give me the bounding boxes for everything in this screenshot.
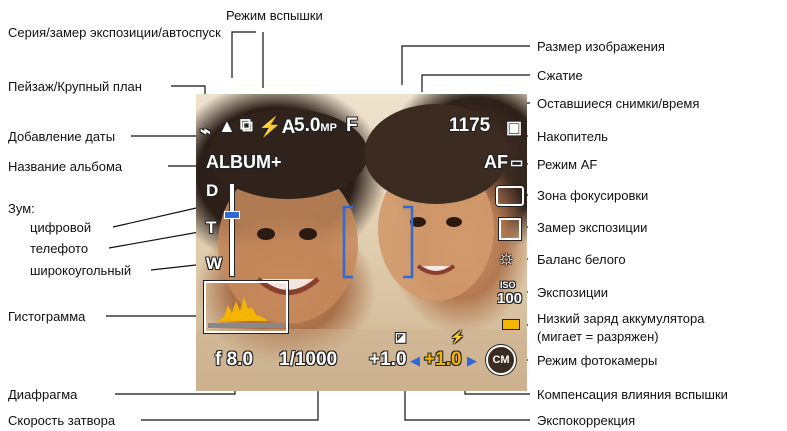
- camera-lcd-screen: ⌁ ▲ ⧉ ⚡A 5.0MP F 1175 ▣ ALBUM+ AF ▭ D T …: [196, 94, 527, 391]
- label-shutter-speed: Скорость затвора: [8, 413, 116, 428]
- shutter-speed-value: 1/1000: [279, 349, 338, 370]
- label-landscape-macro: Пейзаж/Крупный план: [8, 79, 142, 94]
- image-size-value: 5.0MP: [294, 115, 337, 136]
- remaining-count: 1175: [449, 115, 491, 136]
- comp-right-arrow-icon: ▶: [467, 353, 477, 368]
- compression-value: F: [346, 115, 358, 136]
- white-balance-icon: ☼: [497, 247, 516, 269]
- aperture-value: f 8.0: [215, 349, 254, 370]
- label-remaining: Оставшиеся снимки/время: [537, 96, 700, 111]
- flash-comp-icon: ⚡: [450, 330, 465, 344]
- label-storage: Накопитель: [537, 129, 608, 144]
- label-zoom-digital: цифровой: [30, 220, 92, 235]
- zoom-tele-marker: T: [206, 218, 217, 237]
- date-stamp-icon: ⌁: [200, 121, 211, 141]
- comp-left-arrow-icon: ◀: [410, 353, 420, 368]
- zoom-bar: [230, 184, 234, 276]
- label-exposure-compensation: Экспокоррекция: [537, 413, 636, 428]
- label-series: Серия/замер экспозиции/автоспуск: [8, 25, 221, 40]
- zoom-digital-marker: D: [206, 181, 219, 200]
- label-flash-mode: Режим вспышки: [226, 8, 323, 23]
- label-image-size: Размер изображения: [537, 39, 665, 54]
- label-white-balance: Баланс белого: [537, 252, 626, 267]
- focus-brackets: [342, 205, 414, 279]
- label-metering: Замер экспозиции: [537, 220, 648, 235]
- zoom-wide-marker: W: [206, 254, 223, 273]
- af-mode-icon: ▭: [510, 154, 524, 170]
- burst-icon: ⧉: [240, 115, 253, 135]
- photo-children: [196, 104, 527, 391]
- af-mode-value: AF: [484, 152, 508, 172]
- label-battery-blink: (мигает = разряжен): [537, 329, 659, 344]
- label-date-stamp: Добавление даты: [8, 129, 116, 144]
- battery-icon: [502, 319, 520, 330]
- label-zoom-wide: широкоугольный: [30, 263, 132, 278]
- label-camera-mode: Режим фотокамеры: [537, 353, 658, 368]
- flash-comp-value: +1.0: [424, 349, 462, 370]
- camera-mode-icon: CM: [486, 345, 516, 375]
- label-focus-zone: Зона фокусировки: [537, 188, 649, 203]
- exposure-comp-value: +1.0: [369, 349, 407, 370]
- label-low-battery: Низкий заряд аккумулятора: [537, 311, 705, 326]
- metering-icon: [499, 218, 521, 240]
- zoom-slider: [225, 212, 239, 218]
- histogram-frame: [204, 281, 288, 333]
- iso-value: 100: [497, 290, 523, 307]
- album-name: ALBUM+: [206, 152, 282, 172]
- storage-icon: ▣: [506, 118, 523, 137]
- label-aperture: Диафрагма: [8, 387, 78, 402]
- label-flash-compensation: Компенсация влияния вспышки: [537, 387, 728, 402]
- label-af-mode: Режим AF: [537, 157, 598, 172]
- label-zoom: Зум:: [8, 201, 35, 216]
- landscape-icon: ▲: [218, 116, 236, 136]
- focus-zone-icon: [496, 186, 524, 206]
- label-histogram: Гистограмма: [8, 309, 86, 324]
- label-zoom-tele: телефото: [30, 241, 89, 256]
- histogram-graph: [208, 297, 284, 328]
- flash-mode-indicator: ⚡A: [258, 117, 296, 138]
- exposure-comp-icon: ◪: [395, 330, 407, 344]
- label-album-name: Название альбома: [8, 159, 123, 174]
- label-compression: Сжатие: [537, 68, 583, 83]
- iso-label: ISO: [500, 280, 516, 290]
- label-iso: Экспозиции: [537, 285, 608, 300]
